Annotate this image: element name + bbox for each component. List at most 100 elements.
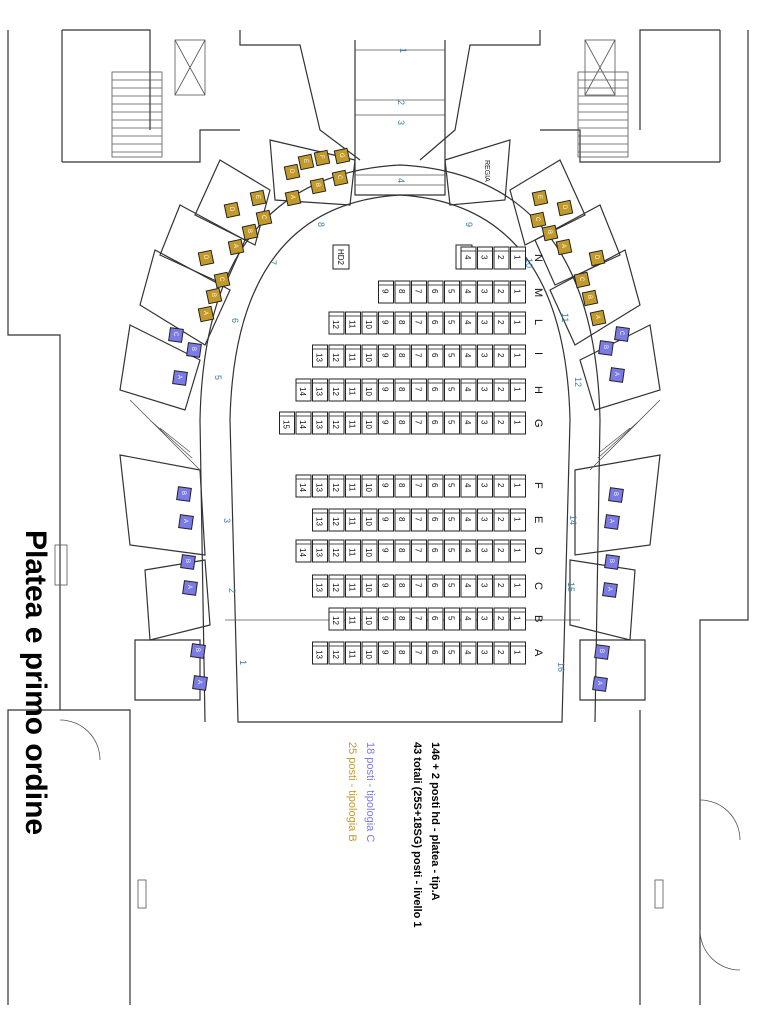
seat-row-B-3[interactable] [477, 607, 493, 631]
seat-row-H-8[interactable] [394, 378, 411, 402]
seat-row-L-3[interactable] [477, 311, 493, 335]
seat-row-I-9[interactable] [378, 344, 394, 368]
seat-row-M-5[interactable] [444, 280, 460, 304]
seat-row-D-11[interactable] [345, 539, 361, 563]
box-seat-tipologia-c[interactable] [608, 487, 624, 503]
seat-row-I-4[interactable] [460, 344, 477, 368]
seat-row-F-7[interactable] [411, 474, 427, 498]
box-seat-tipologia-b[interactable] [541, 224, 559, 242]
box-seat-tipologia-c[interactable] [176, 486, 192, 502]
seat-row-F-12[interactable] [328, 474, 345, 498]
seat-row-B-11[interactable] [345, 607, 361, 631]
box-seat-tipologia-c[interactable] [172, 370, 188, 386]
seat-row-G-14[interactable] [295, 411, 312, 435]
seat-row-G-7[interactable] [411, 411, 427, 435]
seat-row-C-1[interactable] [510, 574, 526, 598]
seat-row-D-10[interactable] [361, 539, 378, 563]
seat-row-L-5[interactable] [444, 311, 460, 335]
seat-row-G-9[interactable] [378, 411, 394, 435]
seat-row-N-1[interactable] [510, 246, 526, 270]
seat-row-L-7[interactable] [411, 311, 427, 335]
seat-row-H-3[interactable] [477, 378, 493, 402]
seat-row-E-8[interactable] [394, 508, 411, 532]
seat-row-H-12[interactable] [328, 378, 345, 402]
seat-row-E-4[interactable] [460, 508, 477, 532]
seat-row-E-10[interactable] [361, 508, 378, 532]
seat-row-G-4[interactable] [460, 411, 477, 435]
seat-row-C-11[interactable] [345, 574, 361, 598]
seat-row-A-5[interactable] [444, 641, 460, 665]
seat-row-M-1[interactable] [510, 280, 526, 304]
seat-row-E-12[interactable] [328, 508, 345, 532]
seat-row-M-4[interactable] [460, 280, 477, 304]
seat-row-F-8[interactable] [394, 474, 411, 498]
seat-row-L-12[interactable] [328, 311, 345, 335]
seat-row-H-2[interactable] [493, 378, 510, 402]
box-seat-tipologia-c[interactable] [602, 582, 618, 598]
seat-row-I-11[interactable] [345, 344, 361, 368]
seat-row-A-2[interactable] [493, 641, 510, 665]
seat-row-D-9[interactable] [378, 539, 394, 563]
seat-row-E-7[interactable] [411, 508, 427, 532]
seat-row-A-13[interactable] [312, 641, 328, 665]
seat-row-D-7[interactable] [411, 539, 427, 563]
box-seat-tipologia-b[interactable] [588, 249, 606, 267]
seat-row-B-10[interactable] [361, 607, 378, 631]
seat-row-E-11[interactable] [345, 508, 361, 532]
seat-row-I-2[interactable] [493, 344, 510, 368]
box-seat-tipologia-b[interactable] [284, 189, 302, 207]
seat-row-D-14[interactable] [295, 539, 312, 563]
seat-row-H-9[interactable] [378, 378, 394, 402]
seat-row-L-9[interactable] [378, 311, 394, 335]
seat-row-L-2[interactable] [493, 311, 510, 335]
seat-row-L-8[interactable] [394, 311, 411, 335]
seat-row-N-2[interactable] [493, 246, 510, 270]
seat-row-I-12[interactable] [328, 344, 345, 368]
seat-row-H-5[interactable] [444, 378, 460, 402]
box-seat-tipologia-c[interactable] [598, 340, 614, 356]
seat-row-F-2[interactable] [493, 474, 510, 498]
seat-row-N-3[interactable] [477, 246, 493, 270]
seat-row-B-2[interactable] [493, 607, 510, 631]
box-seat-tipologia-b[interactable] [255, 209, 273, 227]
seat-row-L-11[interactable] [345, 311, 361, 335]
seat-row-E-6[interactable] [427, 508, 444, 532]
seat-row-A-3[interactable] [477, 641, 493, 665]
seat-row-E-13[interactable] [312, 508, 328, 532]
box-seat-tipologia-c[interactable] [614, 326, 630, 342]
seat-row-C-2[interactable] [493, 574, 510, 598]
box-seat-tipologia-b[interactable] [249, 189, 267, 207]
seat-row-H-14[interactable] [295, 378, 312, 402]
seat-row-A-6[interactable] [427, 641, 444, 665]
seat-row-A-7[interactable] [411, 641, 427, 665]
box-seat-tipologia-b[interactable] [581, 289, 599, 307]
seat-row-M-3[interactable] [477, 280, 493, 304]
seat-row-E-9[interactable] [378, 508, 394, 532]
seat-row-G-5[interactable] [444, 411, 460, 435]
seat-row-G-2[interactable] [493, 411, 510, 435]
seat-row-B-7[interactable] [411, 607, 427, 631]
seat-row-D-13[interactable] [312, 539, 328, 563]
seat-row-H-13[interactable] [312, 378, 328, 402]
seat-row-B-8[interactable] [394, 607, 411, 631]
seat-row-F-10[interactable] [361, 474, 378, 498]
seat-row-C-7[interactable] [411, 574, 427, 598]
seat-row-B-9[interactable] [378, 607, 394, 631]
seat-row-G-15[interactable] [279, 411, 295, 435]
seat-row-L-4[interactable] [460, 311, 477, 335]
seat-row-F-4[interactable] [460, 474, 477, 498]
seat-row-C-12[interactable] [328, 574, 345, 598]
seat-row-I-6[interactable] [427, 344, 444, 368]
box-seat-tipologia-b[interactable] [573, 271, 591, 289]
seat-row-N-4[interactable] [460, 246, 477, 270]
seat-row-G-12[interactable] [328, 411, 345, 435]
seat-row-H-4[interactable] [460, 378, 477, 402]
seat-row-H-6[interactable] [427, 378, 444, 402]
box-seat-tipologia-b[interactable] [205, 287, 223, 305]
seat-row-M-8[interactable] [394, 280, 411, 304]
seat-row-M-2[interactable] [493, 280, 510, 304]
box-seat-tipologia-b[interactable] [529, 211, 547, 229]
seat-row-C-4[interactable] [460, 574, 477, 598]
seat-row-I-10[interactable] [361, 344, 378, 368]
seat-row-G-10[interactable] [361, 411, 378, 435]
